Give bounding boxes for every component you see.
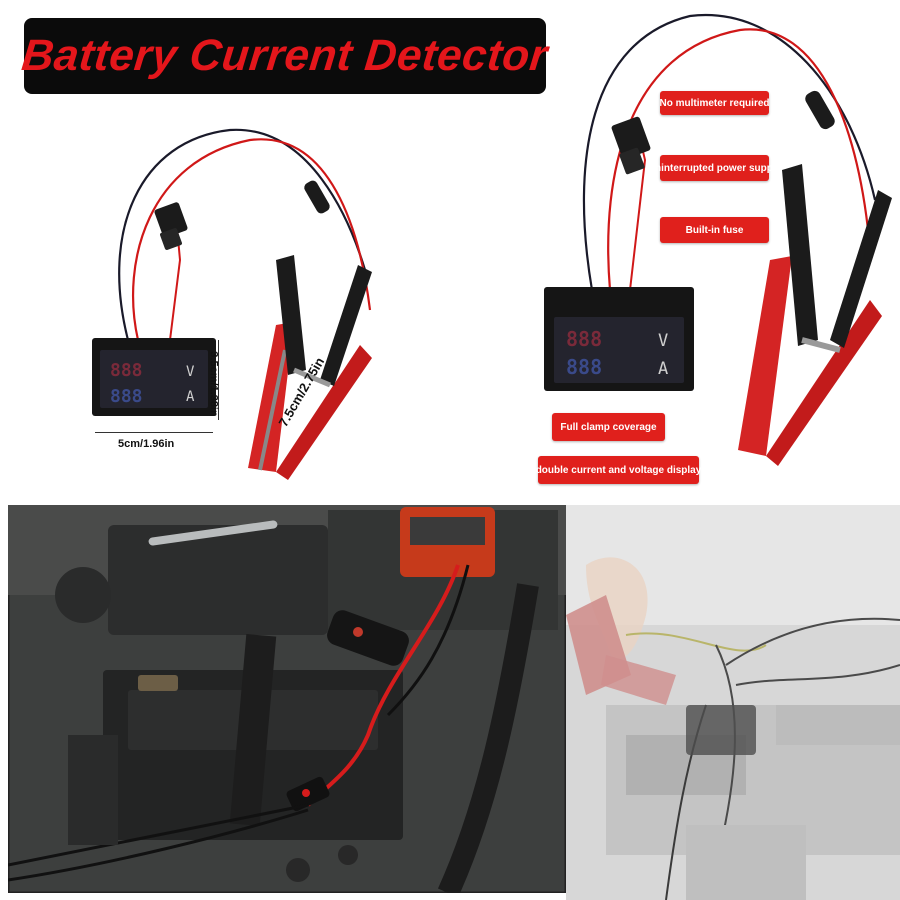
- page-title: Battery Current Detector: [19, 31, 551, 80]
- display-digits-bottom: 888: [110, 386, 143, 407]
- fuse-holder-right: [611, 116, 651, 175]
- black-clamp-left: [276, 255, 372, 388]
- meter-display-left: 888 888 V A: [92, 338, 216, 416]
- dimension-width: 5cm/1.96in: [118, 438, 175, 450]
- product-diagram-right: 888 888 V A: [544, 13, 892, 466]
- dimension-height-line: [218, 340, 219, 420]
- meter-display-right: 888 888 V A: [544, 287, 694, 391]
- display-unit-amps: A: [186, 389, 195, 405]
- display-digits-top: 888: [110, 360, 143, 381]
- black-clamp-right: [782, 164, 892, 353]
- badge-built-in-fuse: Built-in fuse: [660, 217, 769, 243]
- display-digits-top-right: 888: [566, 327, 602, 351]
- badge-no-multimeter: No multimeter required: [659, 91, 770, 115]
- display-unit-volts: V: [186, 364, 195, 380]
- display-unit-amps-right: A: [658, 359, 668, 379]
- red-clamp-left: [248, 322, 372, 480]
- display-unit-volts-right: V: [658, 331, 668, 351]
- display-digits-bottom-right: 888: [566, 355, 602, 379]
- fuse-holder: [154, 202, 188, 250]
- red-clamp-right: [738, 256, 882, 466]
- badge-uninterrupted-power: Uninterrupted power supply: [648, 155, 781, 181]
- clamp-usage-photo: [566, 505, 900, 900]
- badge-full-clamp: Full clamp coverage: [552, 413, 665, 441]
- badge-double-display: double current and voltage display: [536, 456, 701, 484]
- product-diagram-left: 888 888 V A: [92, 128, 372, 480]
- engine-bay-photo: [8, 505, 566, 893]
- title-banner: Battery Current Detector: [20, 18, 550, 94]
- dimension-height: 3.5cm/1.38in: [207, 351, 220, 417]
- dimension-width-line: [95, 432, 213, 433]
